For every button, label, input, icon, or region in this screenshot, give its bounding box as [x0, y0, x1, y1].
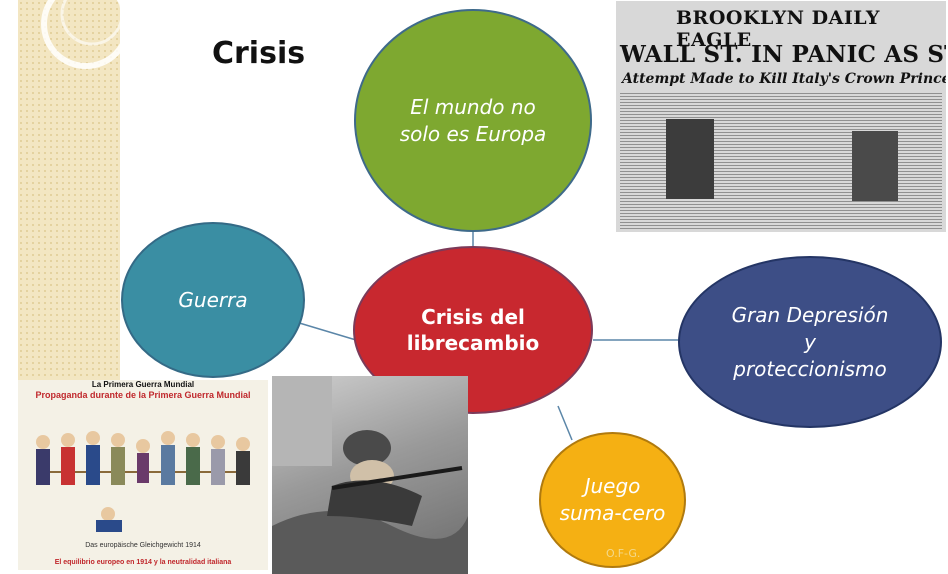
sidebar-ring-ornament — [41, 0, 120, 69]
node-bottom-label: Juego suma-cero — [559, 474, 666, 525]
author-watermark: O.F-G. — [606, 547, 641, 560]
node-juego-suma-cero: Juego suma-cero — [539, 432, 686, 568]
node-crisis-librecambio: Crisis del librecambio — [353, 246, 593, 414]
soldier-illustration — [272, 376, 468, 574]
newspaper-photo-portrait — [666, 119, 714, 199]
connector-bottom — [557, 405, 573, 441]
newspaper-image: BROOKLYN DAILY EAGLE WALL ST. IN PANIC A… — [616, 1, 946, 232]
propaganda-poster-image: La Primera Guerra Mundial Propaganda dur… — [18, 380, 268, 570]
newspaper-photo-figure — [852, 131, 898, 201]
newspaper-masthead: BROOKLYN DAILY EAGLE — [676, 7, 880, 51]
node-center-label: Crisis del librecambio — [406, 305, 540, 355]
connector-left — [295, 321, 357, 341]
node-el-mundo: El mundo no solo es Europa — [354, 9, 592, 232]
poster-subtitle: Propaganda durante de la Primera Guerra … — [35, 390, 251, 400]
poster-caption: Das europäische Gleichgewicht 1914 — [85, 542, 201, 549]
poster-footer: El equilibrio europeo en 1914 y la neutr… — [54, 559, 232, 566]
poster-title: La Primera Guerra Mundial — [91, 380, 195, 389]
decorative-sidebar — [18, 0, 120, 380]
newspaper-headline: WALL ST. IN PANIC AS STOCKS CRASH — [620, 41, 946, 68]
node-top-label: El mundo no solo es Europa — [399, 94, 547, 146]
slide-title: Crisis — [212, 36, 306, 71]
node-right-label: Gran Depresión y proteccionismo — [731, 302, 889, 381]
node-guerra: Guerra — [121, 222, 305, 378]
newspaper-subhead: Attempt Made to Kill Italy's Crown Princ… — [622, 71, 946, 87]
node-gran-depresion: Gran Depresión y proteccionismo — [678, 256, 942, 428]
soldier-photo-image — [272, 376, 468, 574]
node-left-label: Guerra — [178, 287, 248, 312]
poster-illustration — [36, 431, 250, 532]
